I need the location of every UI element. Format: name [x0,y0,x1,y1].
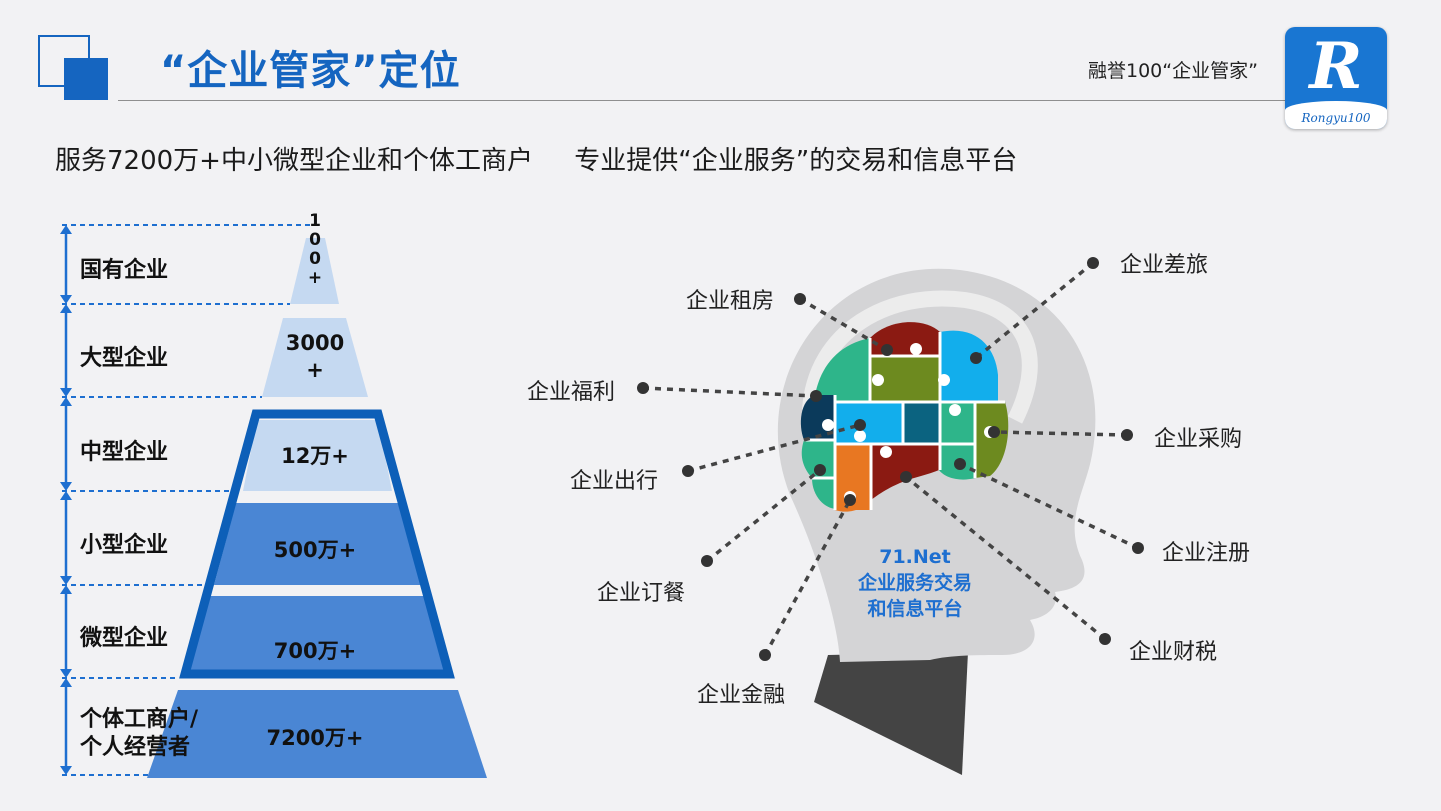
logo-wave [1285,101,1387,129]
connector-dots [637,257,1144,661]
service-registration: 企业注册 [1162,541,1251,566]
tier-5-shape [188,596,447,671]
pyramid [147,238,487,778]
platform-line-2: 企业服务交易 [857,572,972,594]
title-deco-filled-square [64,58,108,100]
tier-value-small: 500万+ [273,538,357,562]
platform-text: 71.Net 企业服务交易 和信息平台 [820,544,1010,622]
tier-3-shape [243,420,392,491]
tier-value-large: 3000 + [285,331,345,382]
service-welfare: 企业福利 [527,380,616,405]
tier-value-individual: 7200万+ [266,726,364,750]
tier-4-shape [214,503,421,585]
service-procurement: 企业采购 [1154,427,1243,452]
tier-value-state-owned: 1 0 0 + [307,211,323,288]
service-catering: 企业订餐 [597,581,686,606]
service-rent: 企业租房 [686,289,775,314]
pyramid-scale [60,224,310,776]
service-finance: 企业金融 [697,683,786,708]
tier-value-micro: 700万+ [273,639,357,663]
header-divider [118,100,1288,101]
tier-1-shape [290,238,339,304]
platform-line-1: 71.Net [879,546,951,568]
tier-label-small: 小型企业 [80,533,169,558]
tier-label-state-owned: 国有企业 [80,258,169,283]
brand-text: 融誉100“企业管家” [1088,60,1258,82]
connectors [642,261,1139,656]
service-trip: 企业出行 [570,469,659,494]
logo-letter: R [1309,29,1363,104]
service-travel: 企业差旅 [1120,253,1209,278]
tier-2-shape [262,318,368,397]
page-title: “企业管家”定位 [160,48,461,94]
tier-value-medium: 12万+ [281,444,349,468]
tier-6-shape [147,690,487,778]
platform-line-3: 和信息平台 [867,598,963,620]
tier-label-individual: 个体工商户/ 个人经营者 [80,707,199,760]
tier-label-large: 大型企业 [80,346,169,371]
service-tax: 企业财税 [1129,640,1218,665]
logo-subtext: Rongyu100 [1301,111,1371,125]
subtitle: 服务7200万+中小微型企业和个体工商户 专业提供“企业服务”的交易和信息平台 [55,146,1018,176]
rongyu-logo: R Rongyu100 [1285,27,1387,129]
highlight-trapezoid [179,409,455,679]
tier-label-micro: 微型企业 [80,626,169,651]
tier-label-medium: 中型企业 [80,440,169,465]
